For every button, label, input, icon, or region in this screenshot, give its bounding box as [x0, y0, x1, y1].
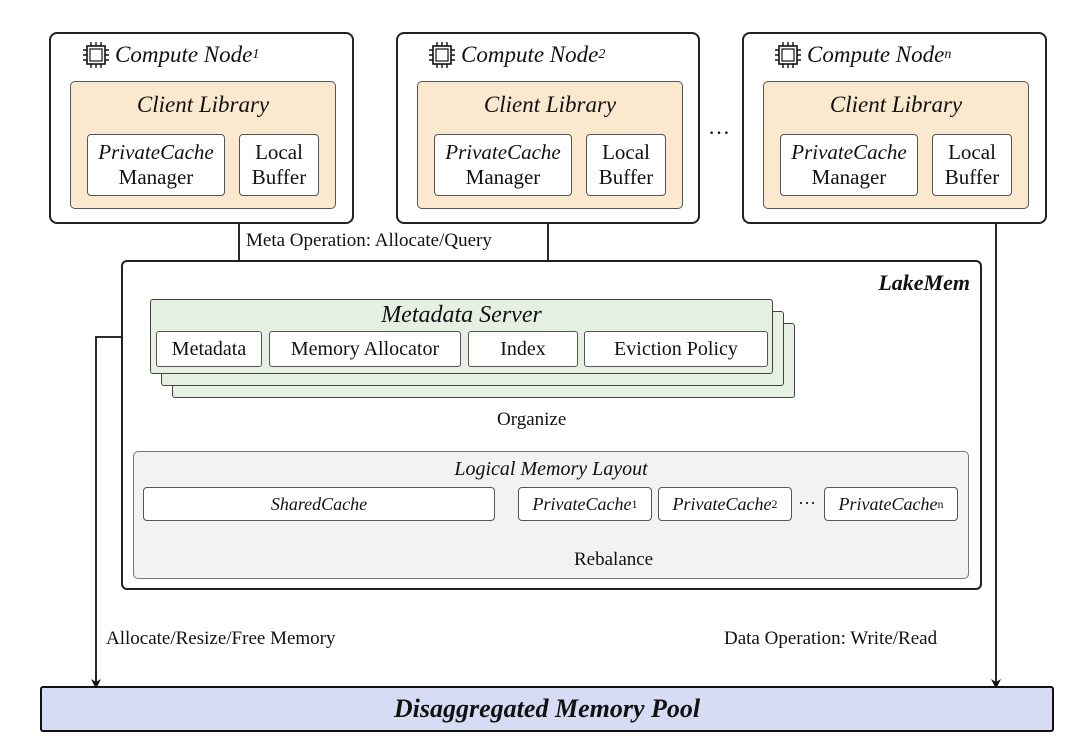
memory-allocator-box: Memory Allocator: [269, 331, 461, 367]
organize-label: Organize: [497, 409, 567, 430]
compute-node-subscript: 2: [598, 47, 606, 62]
cpu-chip-icon: [775, 42, 801, 68]
local-buffer: Local Buffer: [932, 134, 1012, 196]
shared-cache-box: SharedCache: [143, 487, 495, 521]
index-box: Index: [468, 331, 578, 367]
nodes-ellipsis: …: [708, 114, 730, 139]
eviction-policy-box: Eviction Policy: [584, 331, 768, 367]
local-buffer-line2: Buffer: [598, 165, 654, 189]
client-library: Client Library PrivateCache Manager Loca…: [417, 81, 683, 209]
logical-memory-layout-title: Logical Memory Layout: [454, 458, 648, 480]
memory-pool-title: Disaggregated Memory Pool: [393, 694, 701, 723]
compute-node-name: Compute Node: [807, 42, 945, 67]
data-operation-label: Data Operation: Write/Read: [724, 628, 938, 649]
client-library: Client Library PrivateCache Manager Loca…: [70, 81, 336, 209]
private-cache-name: PrivateCache: [672, 493, 772, 514]
cpu-chip-icon: [429, 42, 455, 68]
client-library-title: Client Library: [829, 92, 963, 117]
private-cache-manager-line2: Manager: [811, 165, 887, 189]
private-cache-manager: PrivateCache Manager: [87, 134, 225, 196]
compute-node-name: Compute Node: [115, 42, 253, 67]
disaggregated-memory-pool: Disaggregated Memory Pool: [40, 686, 1054, 732]
private-cache-name: PrivateCache: [532, 493, 632, 514]
private-cache-manager-line2: Manager: [465, 165, 541, 189]
private-cache-subscript: 2: [771, 496, 778, 511]
local-buffer-line1: Local: [602, 140, 650, 164]
metadata-box: Metadata: [156, 331, 262, 367]
compute-node-subscript: 1: [252, 47, 260, 62]
metadata-server-title: Metadata Server: [381, 302, 542, 328]
private-cache-subscript: n: [937, 496, 944, 511]
local-buffer: Local Buffer: [239, 134, 319, 196]
allocate-label: Allocate/Resize/Free Memory: [106, 628, 336, 649]
compute-node-name: Compute Node: [461, 42, 599, 67]
local-buffer-line1: Local: [255, 140, 303, 164]
lakemem-title: LakeMem: [878, 270, 970, 295]
client-library: Client Library PrivateCache Manager Loca…: [763, 81, 1029, 209]
private-cache-manager: PrivateCache Manager: [780, 134, 918, 196]
client-library-title: Client Library: [136, 92, 270, 117]
cpu-chip-icon: [83, 42, 109, 68]
meta-operation-label: Meta Operation: Allocate/Query: [246, 230, 492, 251]
compute-node-subscript: n: [944, 47, 952, 62]
private-cache-manager: PrivateCache Manager: [434, 134, 572, 196]
client-library-title: Client Library: [483, 92, 617, 117]
private-cache-manager-line2: Manager: [118, 165, 194, 189]
local-buffer-line2: Buffer: [944, 165, 1000, 189]
private-cache-ellipsis: ···: [798, 493, 816, 513]
private-cache-manager-line1: PrivateCache: [98, 140, 214, 164]
local-buffer-line2: Buffer: [251, 165, 307, 189]
metadata-server: Metadata Server Metadata Memory Allocato…: [150, 299, 773, 374]
rebalance-label: Rebalance: [574, 549, 654, 570]
private-cache-manager-line1: PrivateCache: [791, 140, 907, 164]
local-buffer-line1: Local: [948, 140, 996, 164]
private-cache-name: PrivateCache: [838, 493, 938, 514]
local-buffer: Local Buffer: [586, 134, 666, 196]
private-cache-subscript: 1: [631, 496, 638, 511]
private-cache-manager-line1: PrivateCache: [445, 140, 561, 164]
